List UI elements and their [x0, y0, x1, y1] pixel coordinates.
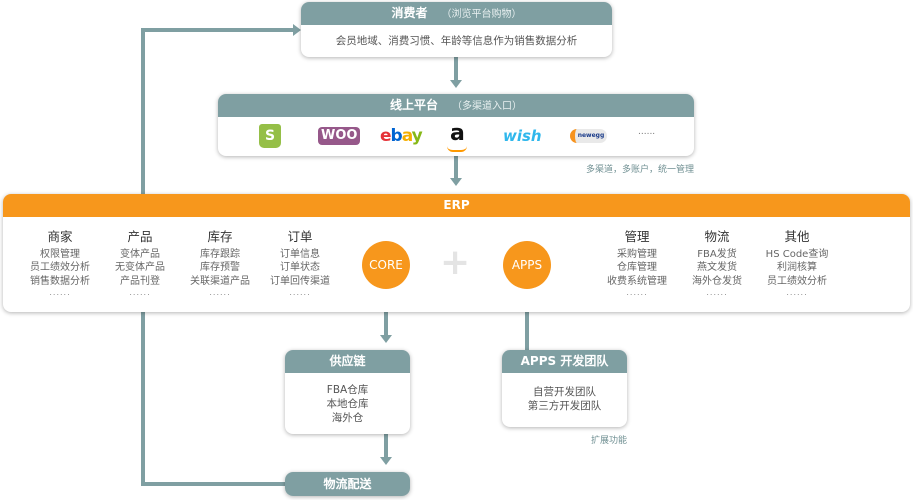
more-platforms: ...... — [638, 127, 656, 137]
arrow-down-icon — [450, 80, 462, 88]
erp-column-item: 权限管理 — [40, 248, 80, 260]
arrow-down-icon — [380, 335, 392, 343]
erp-box: ERP — [3, 194, 910, 312]
logistics-title: 物流配送 — [285, 472, 410, 496]
supply-chain-box: 供应链 FBA仓库 本地仓库 海外仓 — [285, 350, 410, 434]
erp-column-item: 订单信息 — [280, 248, 320, 260]
erp-column-title: 产品 — [127, 229, 153, 244]
supply-item: 海外仓 — [331, 412, 364, 424]
erp-column-item: 订单回传渠道 — [270, 275, 330, 287]
erp-column: 产品变体产品无变体产品产品刊登...... — [95, 230, 185, 298]
consumer-body: 会员地域、消费习惯、年龄等信息作为销售数据分析 — [335, 35, 578, 47]
consumer-box: 消费者 （浏览平台购物） 会员地域、消费习惯、年龄等信息作为销售数据分析 — [301, 2, 612, 57]
erp-column-item: 订单状态 — [280, 262, 320, 273]
erp-column: 物流 FBA发货燕文发货海外仓发货...... — [672, 230, 762, 298]
supply-item: 本地仓库 — [326, 398, 369, 410]
erp-column-item: 产品刊登 — [120, 275, 160, 287]
erp-column-item: ...... — [706, 288, 728, 297]
erp-column: 其他 HS Code查询利润核算员工绩效分析...... — [752, 230, 842, 298]
consumer-title: 消费者 — [391, 6, 428, 20]
logistics-box: 物流配送 — [285, 472, 410, 496]
newegg-logo: newegg — [570, 129, 607, 143]
erp-column-item: 员工绩效分析 — [30, 262, 90, 273]
platform-header: 线上平台 （多渠道入口） — [218, 94, 694, 117]
platform-title: 线上平台 — [389, 98, 438, 112]
erp-column-item: ...... — [786, 288, 808, 297]
erp-column: 订单订单信息订单状态订单回传渠道...... — [255, 230, 345, 298]
erp-column-item: 关联渠道产品 — [190, 275, 250, 287]
erp-column: 商家权限管理员工绩效分析销售数据分析...... — [15, 230, 105, 298]
erp-column-item: 燕文发货 — [697, 262, 737, 273]
apps-team-header: APPS 开发团队 — [502, 350, 627, 373]
platform-subtitle: （多渠道入口） — [452, 101, 522, 112]
erp-column: 库存库存跟踪库存预警关联渠道产品...... — [175, 230, 265, 298]
erp-column-item: HS Code查询 — [765, 248, 829, 260]
plus-icon: + — [440, 242, 471, 283]
apps-team-item: 自营开发团队 — [533, 386, 596, 398]
erp-column-title: 其他 — [784, 229, 810, 244]
arrow-right-icon — [293, 24, 301, 36]
core-circle: CORE — [362, 241, 410, 289]
erp-column-item: 仓库管理 — [617, 262, 657, 273]
erp-column-title: 订单 — [287, 229, 313, 244]
erp-column-item: 采购管理 — [617, 248, 657, 260]
erp-column-item: 变体产品 — [120, 248, 160, 260]
ebay-logo: ebay — [380, 126, 423, 146]
woo-logo: WOO — [318, 127, 361, 145]
platform-caption: 多渠道，多账户，统一管理 — [585, 165, 694, 175]
erp-column-title: 库存 — [207, 229, 233, 244]
erp-column-item: 无变体产品 — [115, 262, 165, 273]
erp-column-item: 收费系统管理 — [607, 275, 667, 287]
erp-column-item: 库存跟踪 — [200, 248, 240, 260]
apps-team-caption: 扩展功能 — [590, 436, 627, 446]
erp-column-title: 物流 — [704, 229, 730, 244]
wish-logo: wish — [503, 127, 542, 145]
apps-team-box: APPS 开发团队 自营开发团队 第三方开发团队 — [502, 350, 627, 427]
apps-team-item: 第三方开发团队 — [527, 400, 602, 412]
consumer-subtitle: （浏览平台购物） — [441, 9, 522, 20]
erp-column-title: 管理 — [624, 229, 650, 244]
erp-column-item: FBA发货 — [697, 248, 737, 260]
feedback-line-top — [141, 28, 293, 32]
erp-column-item: 库存预警 — [200, 262, 240, 273]
supply-chain-header: 供应链 — [285, 350, 410, 373]
feedback-line-bottom — [141, 482, 287, 486]
consumer-header: 消费者 （浏览平台购物） — [301, 2, 612, 25]
supply-item: FBA仓库 — [326, 384, 369, 396]
erp-column-item: ...... — [129, 288, 151, 297]
apps-circle: APPS — [503, 241, 551, 289]
erp-header: ERP — [3, 194, 910, 217]
erp-column-item: ...... — [49, 288, 71, 297]
shopify-logo: S — [259, 124, 281, 148]
connector — [384, 312, 388, 336]
connector — [454, 156, 458, 178]
erp-column-item: 员工绩效分析 — [767, 275, 827, 287]
erp-column-item: ...... — [289, 288, 311, 297]
erp-column-item: 销售数据分析 — [30, 275, 90, 287]
platform-box: 线上平台 （多渠道入口） — [218, 94, 694, 156]
arrow-down-icon — [380, 457, 392, 465]
erp-column-item: ...... — [209, 288, 231, 297]
erp-column-item: 海外仓发货 — [692, 275, 742, 287]
erp-column-title: 商家 — [47, 229, 73, 244]
amazon-logo: a — [447, 121, 467, 152]
erp-column-item: ...... — [626, 288, 648, 297]
erp-column-item: 利润核算 — [777, 262, 817, 273]
connector — [525, 303, 529, 350]
connector — [454, 57, 458, 81]
connector — [384, 434, 388, 458]
erp-column: 管理采购管理仓库管理收费系统管理...... — [592, 230, 682, 298]
arrow-down-icon — [450, 178, 462, 186]
